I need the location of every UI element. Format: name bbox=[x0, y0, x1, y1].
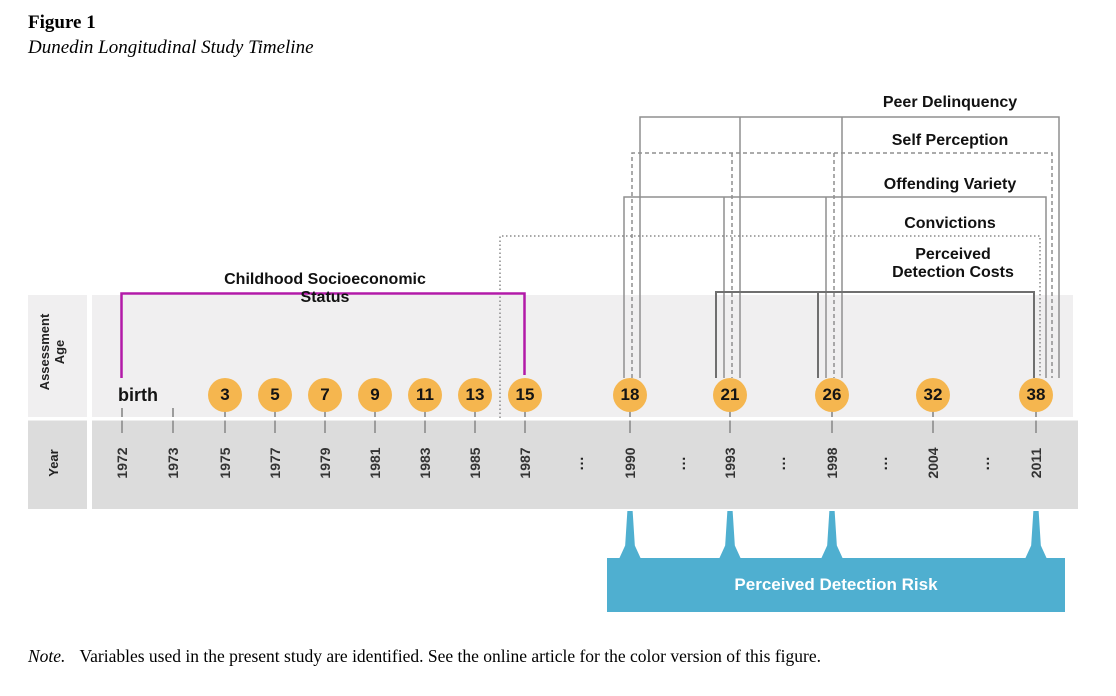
perceived-detection-risk-bar: Perceived Detection Risk bbox=[607, 558, 1065, 612]
year-label-1993: 1993 bbox=[722, 447, 738, 479]
age-circle-3: 3 bbox=[208, 378, 242, 412]
age-circle-7: 7 bbox=[308, 378, 342, 412]
age-circle-11: 11 bbox=[408, 378, 442, 412]
year-label-1977: 1977 bbox=[267, 447, 283, 479]
year-ellipsis: … bbox=[975, 455, 993, 471]
variable-label-self-perception: Self Perception bbox=[891, 132, 1009, 149]
band-separator bbox=[87, 295, 92, 509]
year-label-2004: 2004 bbox=[925, 447, 941, 479]
perceived-detection-risk-label: Perceived Detection Risk bbox=[734, 575, 938, 594]
year-label-1998: 1998 bbox=[824, 447, 840, 479]
year-label-1983: 1983 bbox=[417, 447, 433, 479]
year-label-1981: 1981 bbox=[367, 447, 383, 479]
year-ellipsis: … bbox=[569, 455, 587, 471]
age-label-birth: birth bbox=[118, 385, 158, 405]
perceived-detection-costs-bracket bbox=[715, 291, 1035, 378]
year-label-1990: 1990 bbox=[622, 447, 638, 479]
age-circle-26: 26 bbox=[815, 378, 849, 412]
year-label-1975: 1975 bbox=[217, 447, 233, 479]
age-circle-21: 21 bbox=[713, 378, 747, 412]
self-perception-bracket bbox=[631, 152, 1053, 378]
year-label-2011: 2011 bbox=[1028, 447, 1044, 479]
age-circle-9: 9 bbox=[358, 378, 392, 412]
variable-label-perceived-detection-costs: Perceived Detection Costs bbox=[892, 246, 1014, 281]
offending-variety-bracket bbox=[623, 196, 1047, 378]
assessment-age-band bbox=[28, 295, 1073, 417]
year-label-1979: 1979 bbox=[317, 447, 333, 479]
year-ellipsis: … bbox=[771, 455, 789, 471]
year-ellipsis: … bbox=[671, 455, 689, 471]
figure-number: Figure 1 bbox=[28, 12, 96, 33]
childhood-ses-bracket bbox=[120, 292, 526, 378]
year-label-1985: 1985 bbox=[467, 447, 483, 479]
year-ticks bbox=[121, 408, 1037, 433]
year-label-1987: 1987 bbox=[517, 447, 533, 479]
variable-label-peer-delinquency: Peer Delinquency bbox=[882, 94, 1018, 111]
age-circle-18: 18 bbox=[613, 378, 647, 412]
figure-note: Note. Variables used in the present study… bbox=[28, 646, 1092, 667]
age-circle-32: 32 bbox=[916, 378, 950, 412]
age-circle-38: 38 bbox=[1019, 378, 1053, 412]
variable-label-childhood-ses: Childhood Socioeconomic Status bbox=[224, 271, 426, 306]
note-prefix: Note. bbox=[28, 646, 66, 666]
year-ellipsis: … bbox=[873, 455, 891, 471]
note-text: Variables used in the present study are … bbox=[79, 646, 822, 666]
year-label-1972: 1972 bbox=[114, 447, 130, 479]
figure-title: Dunedin Longitudinal Study Timeline bbox=[28, 37, 314, 58]
age-circle-5: 5 bbox=[258, 378, 292, 412]
age-circle-13: 13 bbox=[458, 378, 492, 412]
age-circle-15: 15 bbox=[508, 378, 542, 412]
year-label-1973: 1973 bbox=[165, 447, 181, 479]
variable-label-offending-variety: Offending Variety bbox=[883, 176, 1017, 193]
year-band bbox=[28, 420, 1078, 509]
peer-delinquency-bracket bbox=[639, 116, 1060, 378]
variable-label-convictions: Convictions bbox=[904, 215, 996, 232]
convictions-bracket bbox=[499, 235, 1041, 418]
